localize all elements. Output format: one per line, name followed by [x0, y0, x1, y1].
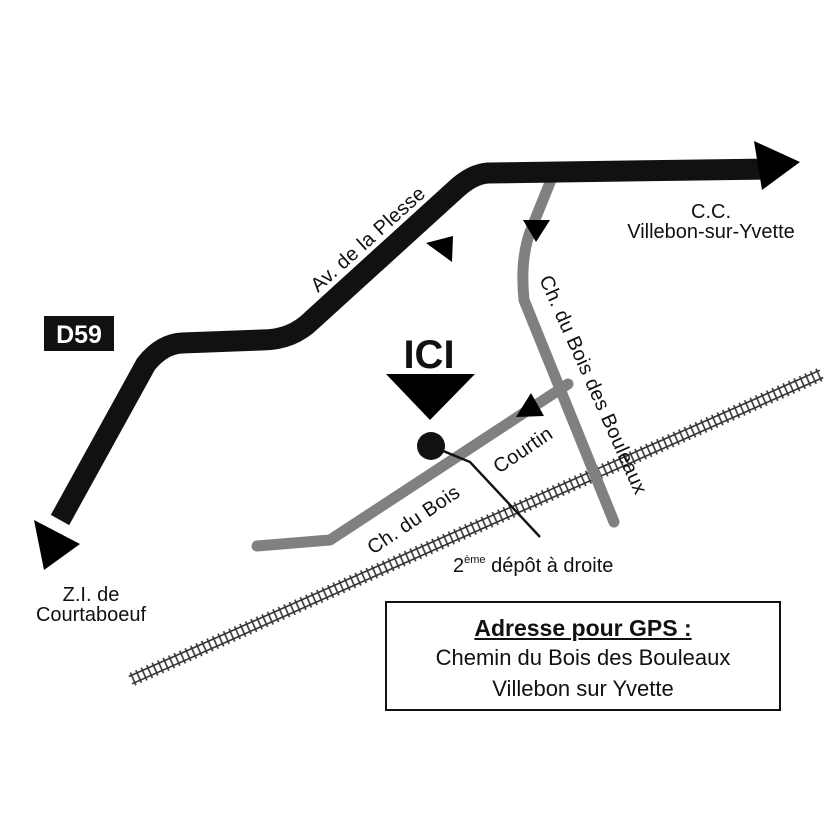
destination-right-line2: Villebon-sur-Yvette: [627, 221, 795, 243]
side-street-bois-courtin: [251, 378, 574, 552]
marker-leader-line: [430, 444, 541, 538]
destination-left-line1: Z.I. de: [63, 584, 120, 606]
destination-left-line2: Courtaboeuf: [36, 604, 147, 626]
direction-triangle-courtin-icon: [516, 393, 544, 417]
gps-address-line2: Villebon sur Yvette: [492, 676, 674, 701]
railway: [127, 367, 825, 687]
side-road-bois-des-bouleaux: [517, 174, 620, 528]
route-badge-label: D59: [56, 321, 102, 349]
ici-label: ICI: [403, 333, 454, 377]
depot-note: 2ème dépôt à droite: [453, 554, 613, 577]
gps-address-box: Adresse pour GPS : Chemin du Bois des Bo…: [385, 601, 781, 711]
ici-arrow-icon: [386, 374, 475, 420]
destination-right-line1: C.C.: [691, 201, 731, 223]
route-badge-d59: [44, 316, 114, 351]
depot-note-text: dépôt à droite: [486, 555, 614, 577]
main-road-d59: [50, 158, 769, 526]
direction-triangle-main-road-icon: [426, 236, 453, 262]
gps-title: Adresse pour GPS :: [474, 615, 692, 641]
arrow-right-icon: [754, 141, 800, 190]
depot-note-ordinal: 2: [453, 555, 464, 577]
gps-address-line1: Chemin du Bois des Bouleaux: [435, 645, 731, 670]
arrow-down-left-icon: [34, 520, 80, 570]
depot-note-superscript: ème: [464, 554, 485, 566]
direction-triangle-side-road-icon: [523, 220, 550, 242]
